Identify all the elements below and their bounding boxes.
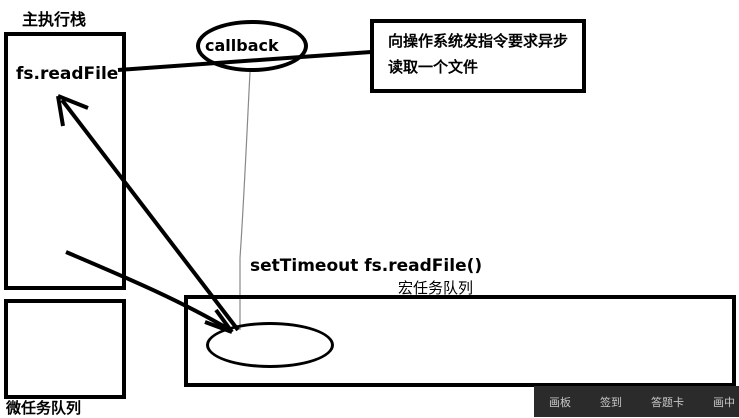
toolbar-item-board[interactable]: 画板: [549, 395, 571, 409]
timeout-label: setTimeout fs.readFile(): [250, 256, 483, 276]
main-stack-box: [4, 32, 126, 290]
queue-to-stack-arrow: [60, 98, 240, 332]
toolbar-item-answer-card[interactable]: 答题卡: [651, 395, 684, 409]
os-instruction-text: 向操作系统发指令要求异步读取一个文件: [388, 32, 569, 76]
callback-label: callback: [205, 36, 279, 55]
macro-queue-box: [184, 295, 736, 387]
toolbar-item-picture-in-picture[interactable]: 画中: [713, 395, 735, 409]
macro-queue-title: 宏任务队列: [398, 279, 474, 297]
bottom-toolbar: 画板 签到 答题卡 画中: [534, 386, 739, 417]
micro-queue-box: [4, 299, 126, 399]
queue-to-stack-arrowhead: [56, 94, 89, 127]
main-stack-item: fs.readFile: [16, 64, 119, 84]
os-instruction-box: [370, 19, 586, 93]
callback-ellipse: [196, 20, 308, 72]
toolbar-item-checkin[interactable]: 签到: [600, 395, 622, 409]
queued-callback-ellipse: [206, 322, 334, 368]
stack-to-queue-arrow: [65, 250, 232, 332]
micro-queue-title: 微任务队列: [6, 399, 82, 417]
callback-drop-line: [239, 71, 251, 330]
main-stack-title: 主执行栈: [22, 10, 87, 29]
